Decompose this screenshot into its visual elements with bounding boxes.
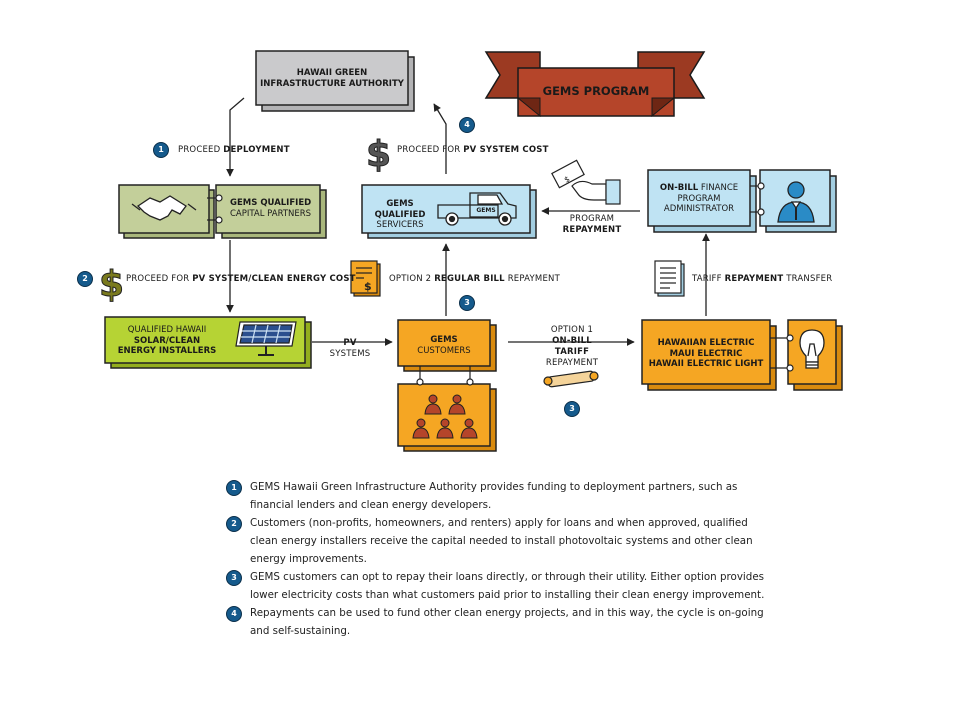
- footnote-1-text: GEMS Hawaii Green Infrastructure Authori…: [250, 481, 738, 511]
- footnote-3-text: GEMS customers can opt to repay their lo…: [250, 571, 765, 601]
- footnote-4-badge: 4: [226, 606, 242, 622]
- utilities-line1: HAWAIIAN ELECTRIC: [657, 338, 755, 348]
- svg-text:$: $: [364, 280, 372, 293]
- option1-line3: TARIFF: [554, 347, 590, 357]
- customers-line2: CUSTOMERS: [417, 345, 471, 356]
- hgia-box: [255, 50, 415, 112]
- option2-bold: REGULAR BILL: [434, 274, 505, 284]
- tariff-document-icon: [654, 260, 685, 297]
- proceed-pv-clean-pre: PROCEED FOR: [126, 274, 193, 284]
- banner-title: GEMS PROGRAM: [542, 84, 650, 98]
- tariff-scroll-icon: [543, 370, 599, 388]
- footnote-1-badge: 1: [226, 480, 242, 496]
- pv-systems-line2: SYSTEMS: [329, 349, 371, 359]
- installers-line3: ENERGY INSTALLERS: [117, 346, 217, 356]
- option1-line1: OPTION 1: [550, 325, 594, 335]
- badge-3-lower: 3: [564, 401, 580, 417]
- proceed-pv-clean-bold: PV SYSTEM/CLEAN ENERGY COST: [192, 274, 356, 284]
- label-pv-systems: PV SYSTEMS: [328, 338, 372, 360]
- hgia-line1: HAWAII GREEN: [296, 68, 368, 78]
- footnote-2: 2 Customers (non-profits, homeowners, an…: [226, 514, 766, 568]
- label-tariff-transfer: TARIFF REPAYMENT TRANSFER: [692, 274, 832, 285]
- proceed-deployment-bold: DEPLOYMENT: [223, 145, 290, 155]
- finance-line1-rest: FINANCE: [698, 183, 739, 193]
- administrator-person-icon: [777, 181, 815, 223]
- footnote-3-badge: 3: [226, 570, 242, 586]
- program-repayment-line2: REPAYMENT: [562, 225, 622, 235]
- bill-document-icon: $: [350, 260, 381, 297]
- installers-line1: QUALIFIED HAWAII: [127, 325, 207, 335]
- customers-box: [397, 319, 497, 452]
- utilities-line3: HAWAII ELECTRIC LIGHT: [648, 359, 764, 369]
- label-program-repayment: PROGRAM REPAYMENT: [560, 214, 624, 236]
- capital-label: GEMS QUALIFIED CAPITAL PARTNERS: [218, 198, 322, 219]
- utilities-label: HAWAIIAN ELECTRIC MAUI ELECTRIC HAWAII E…: [642, 338, 770, 370]
- label-option2: OPTION 2 REGULAR BILL REPAYMENT: [389, 274, 560, 285]
- dollar-icon-top: $: [366, 134, 392, 176]
- hgia-line2: INFRASTRUCTURE AUTHORITY: [260, 78, 404, 89]
- utilities-line2: MAUI ELECTRIC: [669, 348, 743, 359]
- footnote-2-badge: 2: [226, 516, 242, 532]
- finance-line1-bold: ON-BILL: [659, 183, 699, 193]
- option1-line2: ON-BILL: [552, 336, 592, 346]
- footnote-2-text: Customers (non-profits, homeowners, and …: [250, 517, 753, 565]
- capital-line2: CAPITAL PARTNERS: [230, 208, 312, 219]
- finance-admin-label: ON-BILL FINANCE PROGRAM ADMINISTRATOR: [648, 183, 750, 215]
- tariff-transfer-post: TRANSFER: [783, 274, 833, 284]
- customers-label: GEMS CUSTOMERS: [398, 335, 490, 356]
- badge-3-upper: 3: [459, 295, 475, 311]
- tariff-transfer-pre: TARIFF: [692, 274, 725, 284]
- money-hand-icon: $: [551, 159, 621, 205]
- label-proceed-pv-clean: PROCEED FOR PV SYSTEM/CLEAN ENERGY COST: [126, 274, 356, 285]
- handshake-icon: [131, 195, 197, 221]
- badge-2: 2: [77, 271, 93, 287]
- finance-admin-box: [647, 169, 837, 233]
- label-proceed-pv-cost: PROCEED FOR PV SYSTEM COST: [397, 145, 549, 156]
- customers-people-icon: [412, 394, 478, 439]
- footnote-4-text: Repayments can be used to fund other cle…: [250, 607, 764, 637]
- option2-pre: OPTION 2: [389, 274, 435, 284]
- finance-line2: PROGRAM: [677, 193, 721, 204]
- pv-systems-line1: PV: [343, 338, 357, 348]
- proceed-pv-cost-pre: PROCEED FOR: [397, 145, 464, 155]
- truck-gems-text: GEMS: [476, 207, 496, 214]
- dollar-icon-left: $: [99, 264, 125, 306]
- badge-4: 4: [459, 117, 475, 133]
- footnotes: 1 GEMS Hawaii Green Infrastructure Autho…: [226, 478, 766, 640]
- program-repayment-line1: PROGRAM: [569, 214, 615, 224]
- installers-line2: SOLAR/CLEAN: [133, 335, 201, 346]
- installers-label: QUALIFIED HAWAII SOLAR/CLEAN ENERGY INST…: [108, 325, 226, 357]
- footnote-4: 4 Repayments can be used to fund other c…: [226, 604, 766, 640]
- flow-arrows: [226, 97, 710, 346]
- truck-icon: [437, 192, 517, 226]
- servicers-line1: GEMS QUALIFIED: [374, 199, 426, 220]
- proceed-deployment-pre: PROCEED: [178, 145, 224, 155]
- option1-line4: REPAYMENT: [545, 358, 599, 368]
- utilities-box: [641, 319, 843, 391]
- svg-text:$: $: [99, 264, 124, 305]
- hgia-label: HAWAII GREEN INFRASTRUCTURE AUTHORITY: [256, 68, 408, 89]
- label-proceed-deployment: PROCEED DEPLOYMENT: [178, 145, 290, 156]
- gems-program-banner: [484, 51, 706, 118]
- svg-text:$: $: [563, 174, 572, 184]
- solar-panel-icon: [235, 321, 297, 356]
- badge-1: 1: [153, 142, 169, 158]
- customers-line1: GEMS: [430, 335, 458, 345]
- proceed-pv-cost-bold: PV SYSTEM COST: [463, 145, 549, 155]
- light-bulb-icon: [799, 329, 825, 369]
- tariff-transfer-bold: REPAYMENT: [724, 274, 784, 284]
- servicers-line2: SERVICERS: [376, 220, 424, 230]
- finance-line3: ADMINISTRATOR: [663, 204, 735, 214]
- footnote-1: 1 GEMS Hawaii Green Infrastructure Autho…: [226, 478, 766, 514]
- option2-post: REPAYMENT: [504, 274, 560, 284]
- label-option1: OPTION 1 ON-BILL TARIFF REPAYMENT: [540, 325, 604, 369]
- footnote-3: 3 GEMS customers can opt to repay their …: [226, 568, 766, 604]
- svg-text:$: $: [366, 134, 391, 175]
- capital-line1: GEMS QUALIFIED: [230, 198, 312, 208]
- servicers-label: GEMS QUALIFIED SERVICERS: [364, 199, 436, 231]
